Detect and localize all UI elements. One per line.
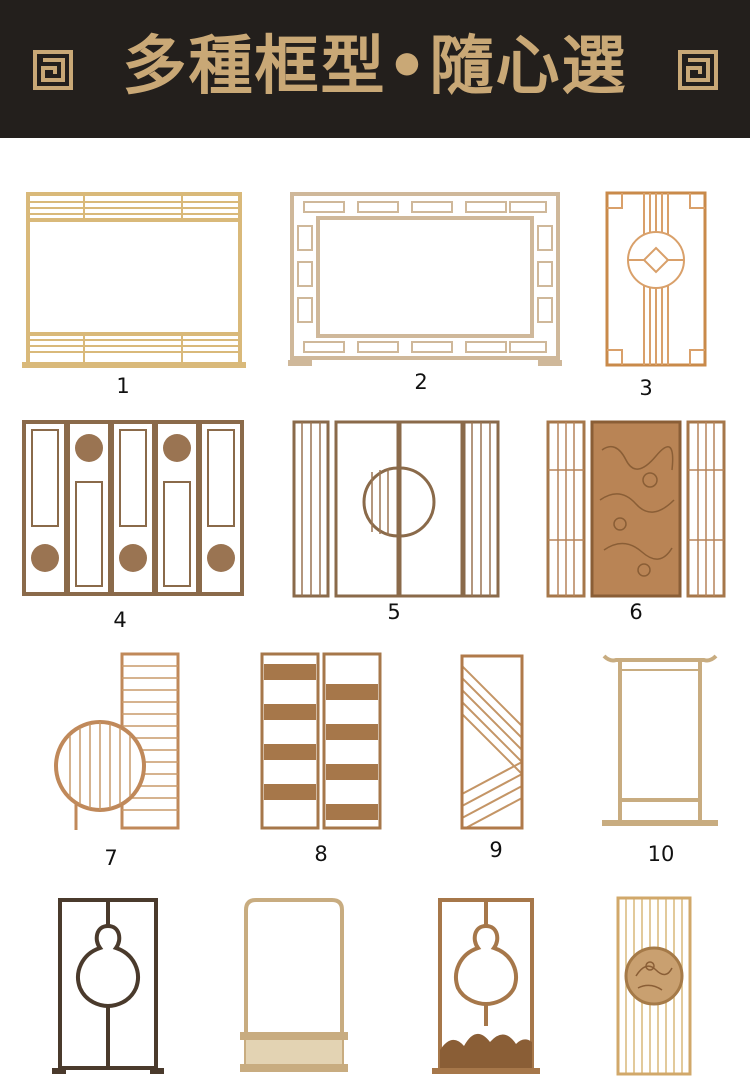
item-number-2: 2 [414,370,428,394]
frame-style-9 [460,654,524,830]
frame-style-4 [22,420,244,596]
item-number-4: 4 [113,608,127,632]
frame-style-5 [292,420,500,598]
item-number-10: 10 [647,842,675,866]
item-number-5: 5 [387,600,401,624]
fret-pattern-icon-right [678,50,718,90]
frame-style-11 [52,898,164,1074]
frame-style-6 [546,420,726,598]
frame-style-12 [240,898,348,1072]
frame-style-13 [432,898,540,1074]
item-number-6: 6 [629,600,643,624]
item-number-7: 7 [104,846,118,870]
frame-style-3 [605,191,707,367]
item-number-3: 3 [639,376,653,400]
frame-style-10 [602,654,718,826]
frame-style-14 [616,896,692,1076]
frame-style-1 [22,192,246,368]
item-number-9: 9 [489,838,503,862]
frame-style-8 [260,652,382,830]
title-banner: 多種框型•隨心選 [0,0,750,138]
item-number-8: 8 [314,842,328,866]
banner-title: 多種框型•隨心選 [122,29,628,104]
frame-style-2 [288,192,562,366]
frame-style-7 [54,652,180,830]
item-number-1: 1 [116,374,130,398]
fret-pattern-icon-left [33,50,73,90]
